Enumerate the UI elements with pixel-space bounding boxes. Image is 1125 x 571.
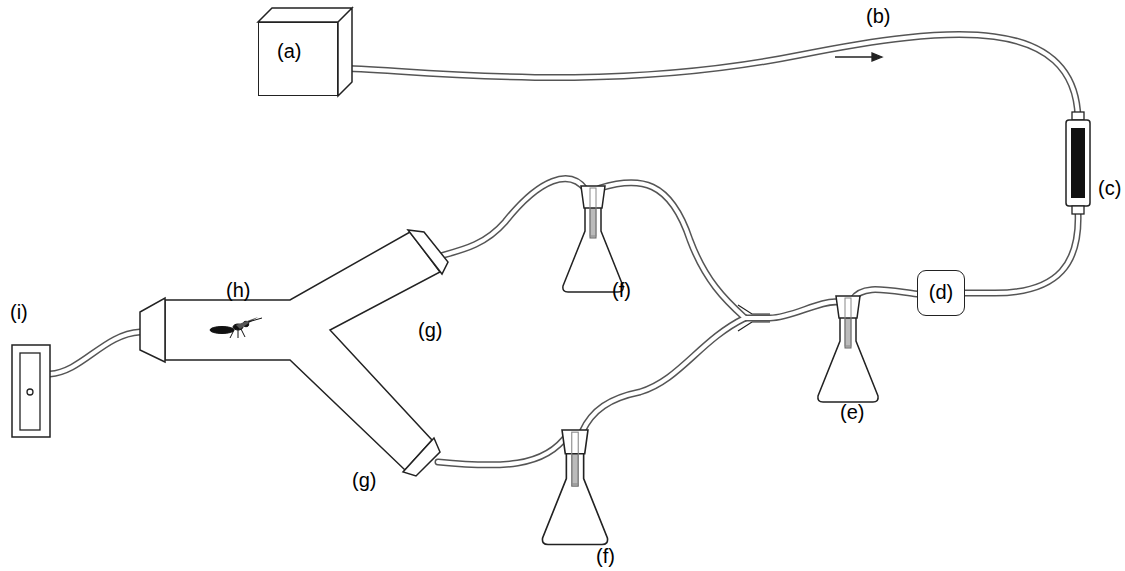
flask-f-upper xyxy=(563,186,623,292)
callout-letter: (g) xyxy=(352,470,376,490)
flow-arrow xyxy=(835,53,882,61)
callout-letter: (e) xyxy=(840,402,864,422)
wasp xyxy=(210,317,262,338)
pump-box-faces xyxy=(258,8,352,96)
arm-stopper-lower xyxy=(403,438,440,476)
callout-letter: (b) xyxy=(866,6,890,26)
callout-letter: (h) xyxy=(226,280,250,300)
callout-letter: (c) xyxy=(1098,178,1121,198)
callout-letter: (g) xyxy=(418,320,442,340)
flask-f-lower xyxy=(542,430,607,544)
charcoal-filter xyxy=(1066,112,1090,214)
y-tube xyxy=(165,232,440,470)
callout-letter: (f) xyxy=(596,546,615,566)
pump-box: (a) xyxy=(258,22,338,96)
humidifier-box: (d) xyxy=(917,270,965,316)
air-tube xyxy=(338,35,1078,293)
tube-wall xyxy=(338,35,1078,293)
part-label: (d) xyxy=(929,282,953,302)
flowmeter xyxy=(12,345,50,437)
arm-stopper-upper xyxy=(408,230,448,274)
splitter xyxy=(738,305,770,331)
y-tube-stopper xyxy=(140,298,165,362)
callout-letter: (i) xyxy=(10,302,28,322)
callout-letter: (f) xyxy=(612,280,631,300)
part-label: (a) xyxy=(277,41,301,61)
flask-e xyxy=(818,296,878,402)
tube-wall xyxy=(338,35,1078,293)
